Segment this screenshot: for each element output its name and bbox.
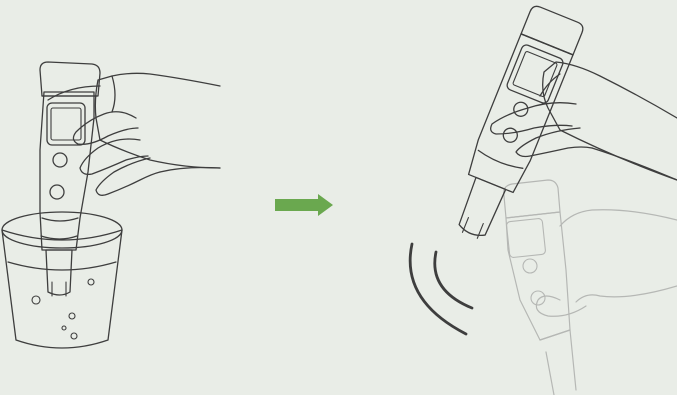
instruction-scene	[0, 0, 677, 395]
background	[0, 0, 677, 395]
instruction-diagram	[0, 0, 677, 395]
